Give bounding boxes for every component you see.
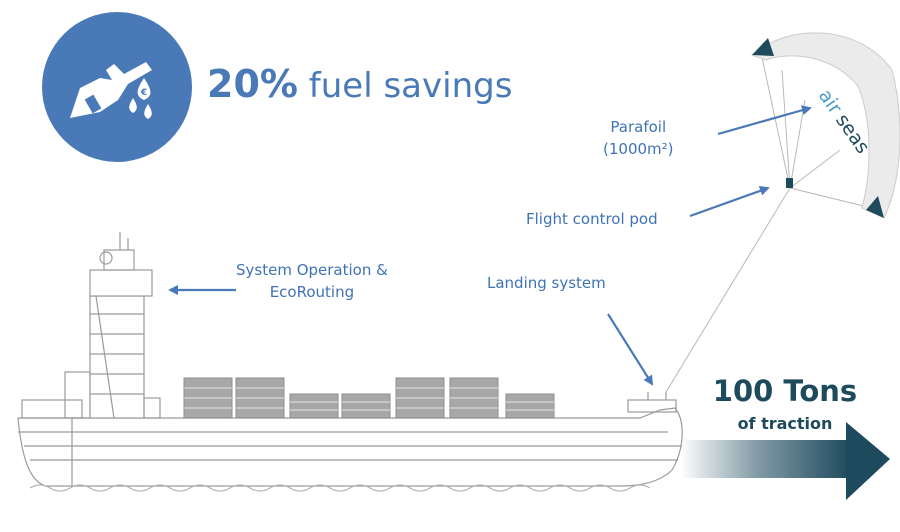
label-parafoil: Parafoil (1000m²) (603, 116, 674, 160)
kite-tether (665, 47, 881, 393)
container-stacks (183, 377, 555, 419)
savings-text: fuel savings (308, 66, 513, 106)
callout-arrows (168, 105, 812, 386)
arrow-landing (607, 313, 654, 386)
kite-logo-air: air (814, 85, 846, 118)
label-landing-system: Landing system (487, 274, 606, 292)
label-parafoil-line1: Parafoil (610, 118, 667, 136)
svg-text:€: € (140, 88, 147, 98)
cargo-ship (17, 232, 683, 492)
fuel-savings-headline: 20% fuel savings (207, 62, 512, 106)
label-system-operation-line2: EcoRouting (269, 283, 355, 301)
label-system-operation: System Operation & EcoRouting (236, 259, 388, 303)
label-parafoil-line2: (1000m²) (603, 140, 674, 158)
traction-arrow (680, 422, 890, 500)
label-system-operation-line1: System Operation & (236, 261, 388, 279)
traction-text: of traction (737, 414, 833, 433)
arrow-flight-control (689, 185, 770, 218)
flight-control-pod (786, 178, 793, 188)
label-flight-control-pod: Flight control pod (526, 210, 658, 228)
traction-value: 100 Tons (712, 374, 858, 408)
parafoil-kite: air seas (751, 32, 900, 219)
fuel-pump-euro-icon: € (42, 12, 192, 162)
arrow-parafoil (717, 105, 812, 136)
savings-percent: 20% (207, 62, 298, 106)
